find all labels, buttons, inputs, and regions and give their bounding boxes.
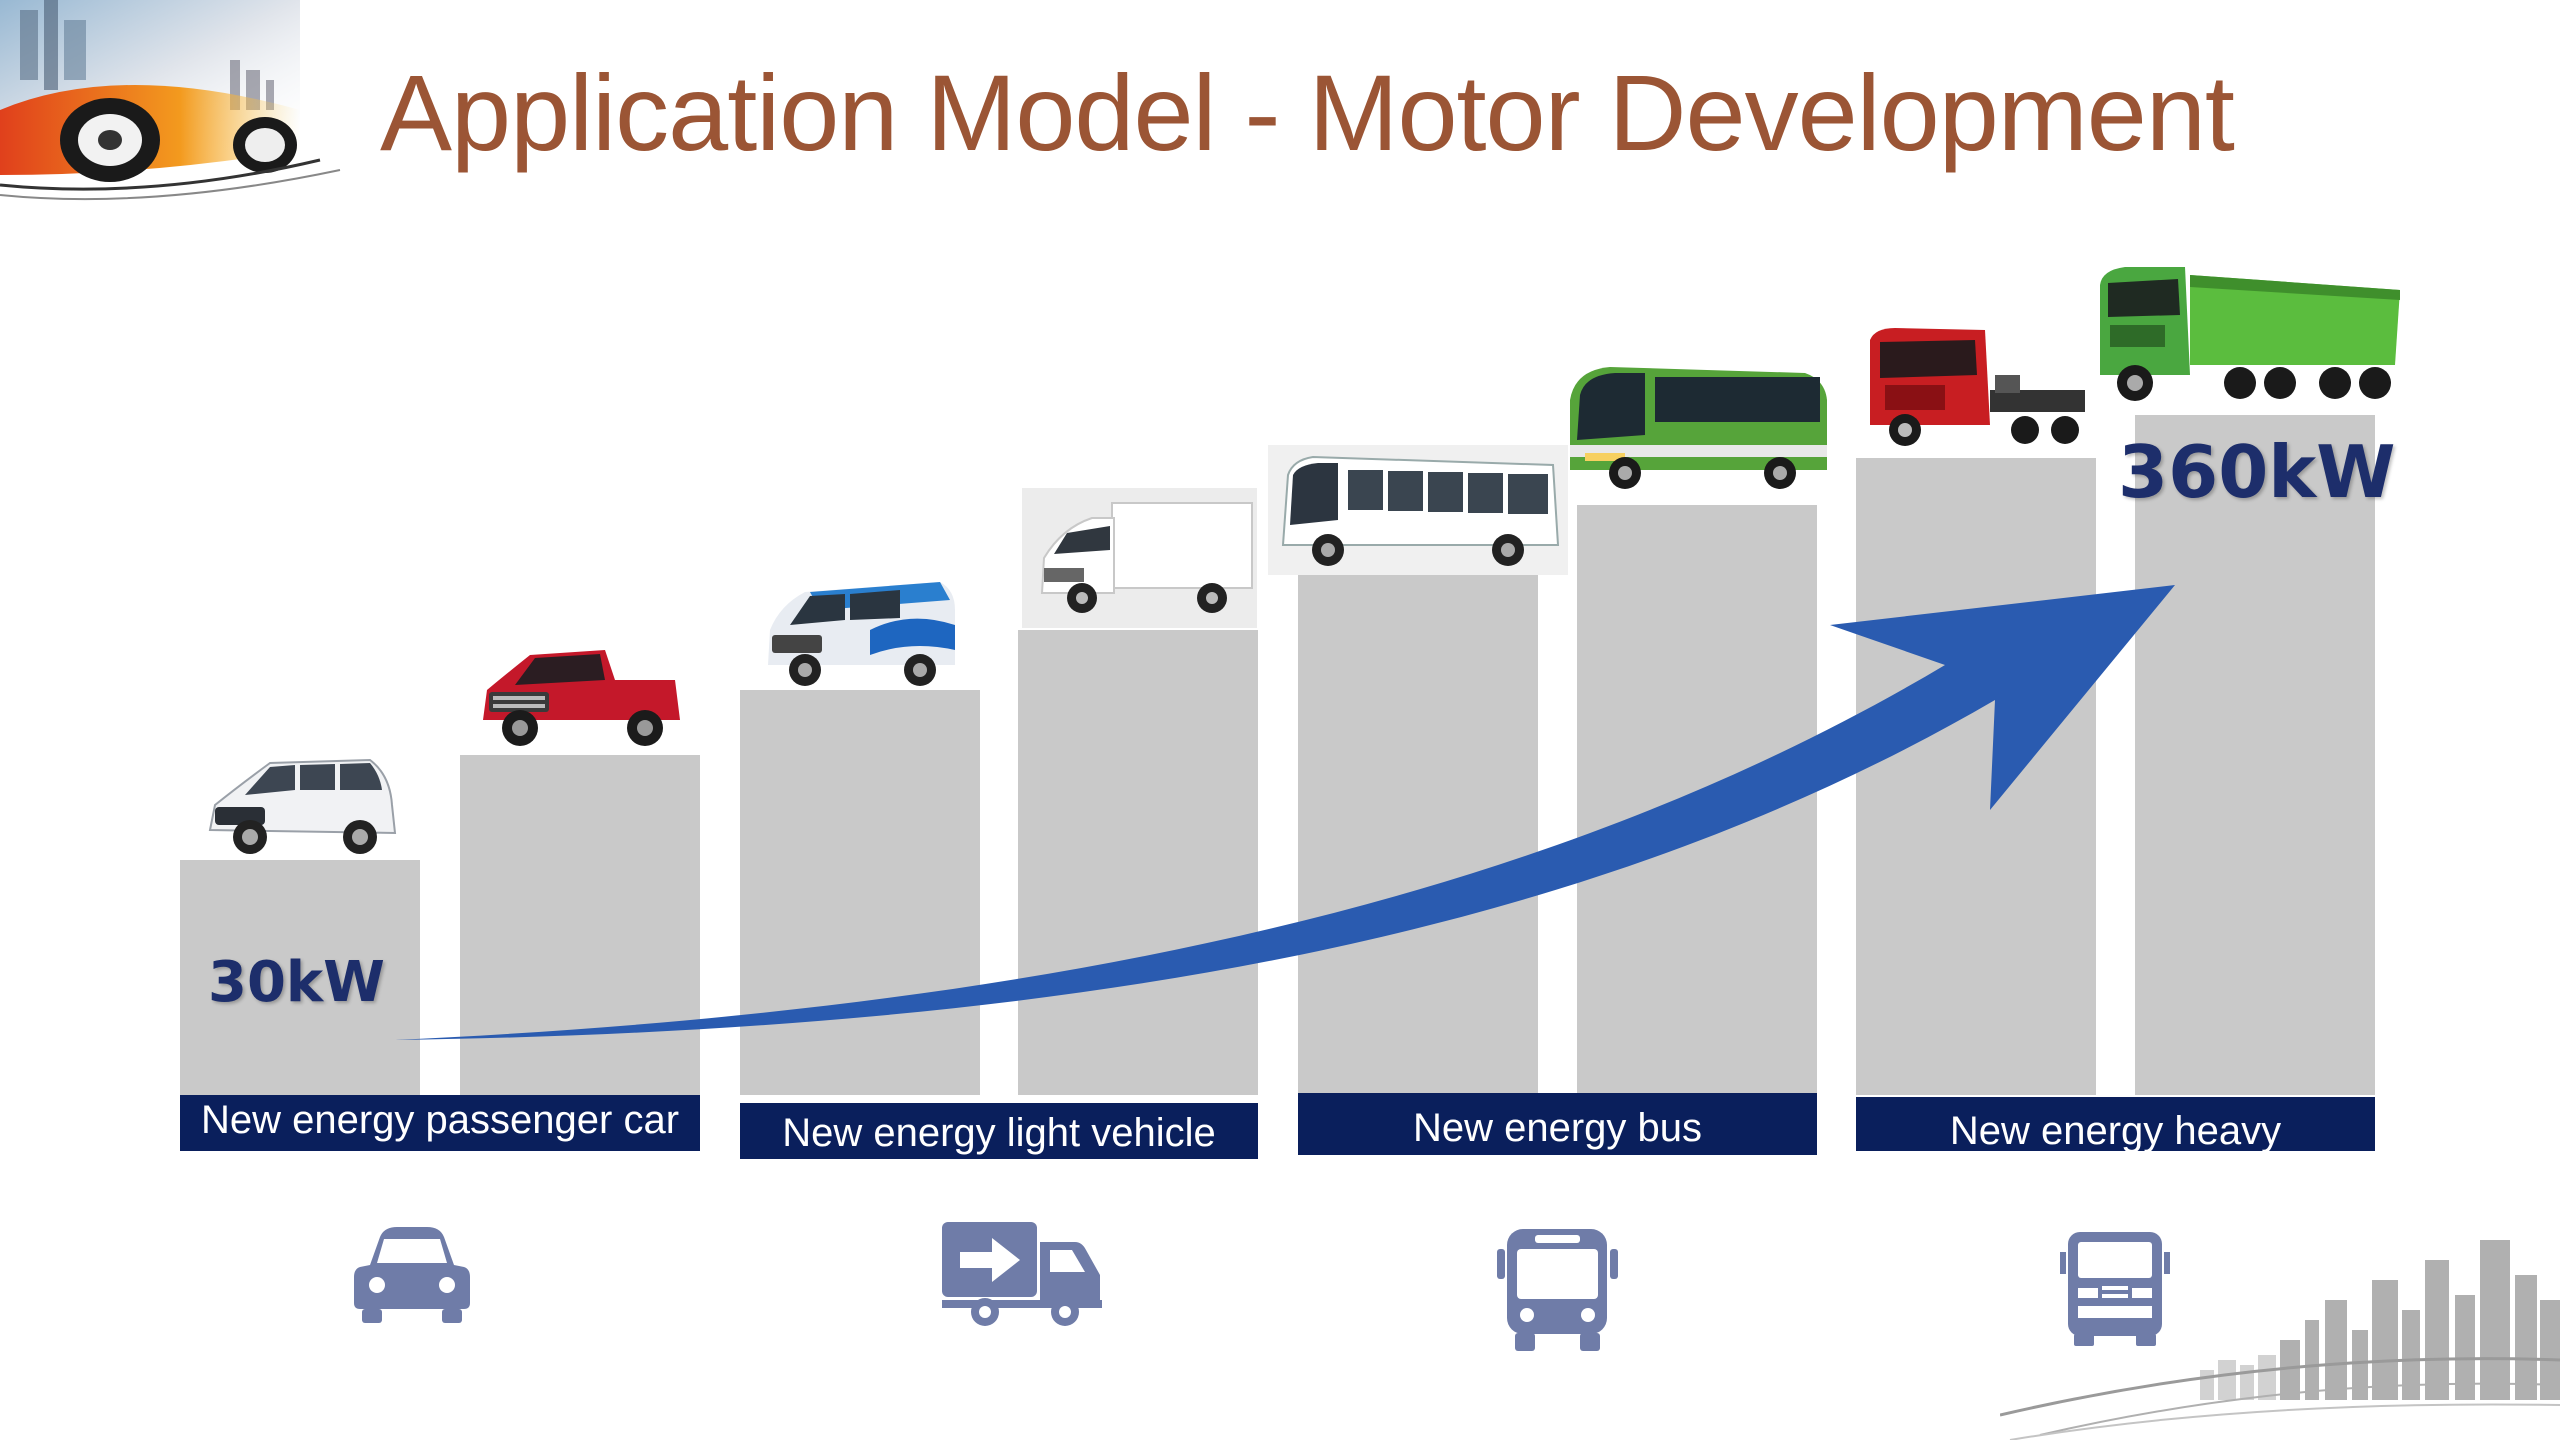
category-light-vehicle: New energy light vehicle [740,1103,1258,1159]
power-bar-2 [460,755,700,1095]
city-bus-vehicle-image [1268,445,1568,575]
power-bar-1 [180,860,420,1095]
tractor-truck-vehicle-image [1870,328,2085,446]
bus-icon [1497,1229,1618,1351]
delivery-truck-icon [942,1222,1102,1326]
slide-title: Application Model - Motor Development [380,52,2235,173]
power-bar-5 [1298,565,1538,1095]
max-power-label: 360kW [2118,430,2396,514]
skyline-decoration [2000,1240,2560,1440]
pickup-vehicle-image [483,650,680,746]
heavy-truck-icon [2060,1232,2170,1346]
power-bar-7 [1856,458,2096,1095]
mpv-vehicle-image [208,758,397,854]
dump-truck-vehicle-image [2100,267,2400,401]
coach-bus-vehicle-image [1570,367,1827,489]
van-vehicle-image [768,582,955,686]
min-power-label: 30kW [208,950,385,1015]
category-heavy: New energy heavy [1856,1097,2375,1151]
power-bar-4 [1018,630,1258,1095]
box-truck-vehicle-image [1022,488,1257,628]
power-bar-8 [2135,415,2375,1095]
car-icon [354,1227,470,1323]
category-passenger-car: New energy passenger car [180,1095,700,1151]
power-bar-3 [740,690,980,1095]
corner-car-illustration [0,0,341,201]
category-bus: New energy bus [1298,1093,1817,1155]
